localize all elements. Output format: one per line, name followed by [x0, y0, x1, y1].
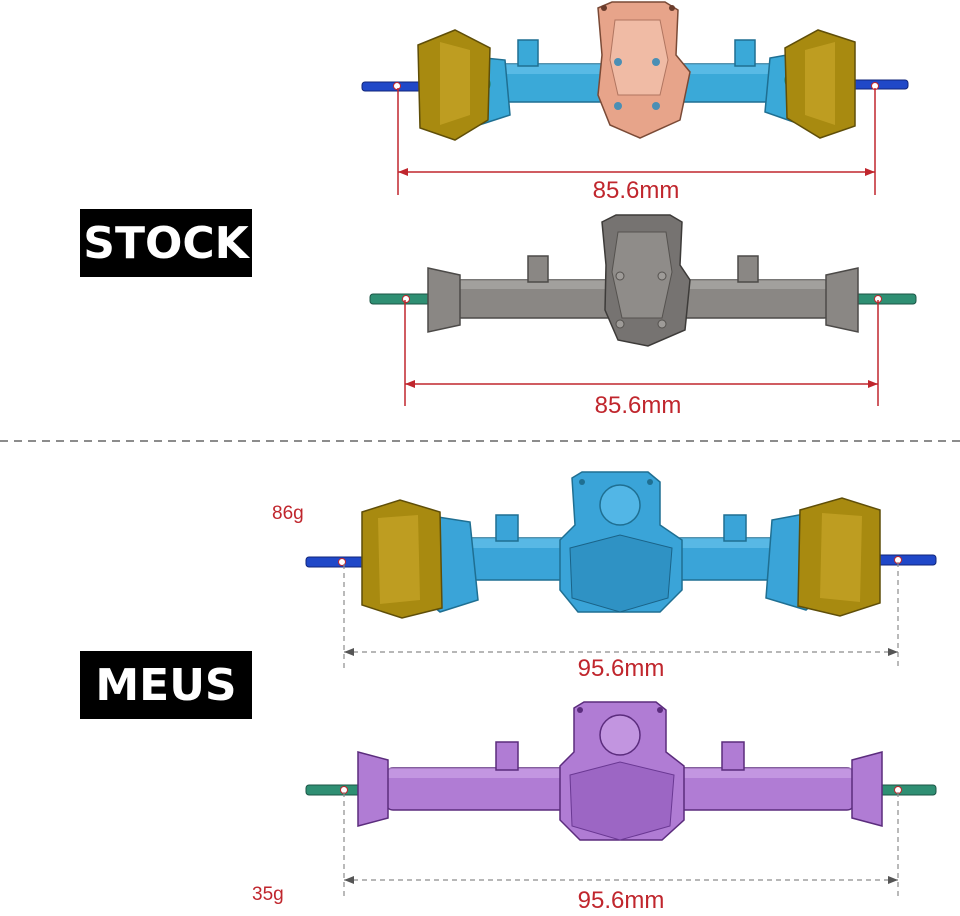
- stock-front-dimension-label: 85.6mm: [593, 177, 680, 204]
- stock-label: STOCK: [80, 209, 252, 277]
- stock-rear-dimension-label: 85.6mm: [595, 392, 682, 419]
- meus-front-dimension-label: 95.6mm: [578, 655, 665, 682]
- meus-front-axle: [305, 471, 937, 619]
- stock-rear-axle: [369, 214, 917, 347]
- meus-rear-axle: [305, 701, 937, 841]
- stock-rear-dimension: 85.6mm: [404, 300, 879, 419]
- meus-rear-dimension: 95.6mm: [343, 792, 899, 914]
- stock-front-dimension: 85.6mm: [397, 88, 876, 204]
- meus-rear-weight: 35g: [252, 884, 284, 905]
- meus-label: MEUS: [80, 651, 252, 719]
- meus-front-dimension: 95.6mm: [343, 562, 899, 682]
- meus-front-weight: 86g: [272, 503, 304, 524]
- stock-front-axle: [361, 1, 909, 141]
- meus-rear-dimension-label: 95.6mm: [578, 887, 665, 914]
